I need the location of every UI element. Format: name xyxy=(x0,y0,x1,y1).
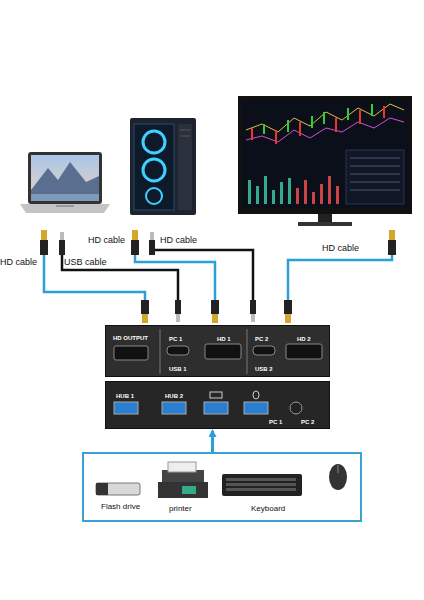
cable-label: HD cable xyxy=(322,244,359,253)
cable-label: HD cable xyxy=(0,258,37,267)
flow-arrow xyxy=(211,431,214,452)
port-label: PC 1 xyxy=(169,336,182,342)
port-label: PC 2 xyxy=(255,336,268,342)
port-label: HD 2 xyxy=(297,336,311,342)
device-label: Keyboard xyxy=(251,505,285,513)
port-label: HD 1 xyxy=(217,336,231,342)
cable-label: HD cable xyxy=(88,236,125,245)
cable-label: HD cable xyxy=(160,236,197,245)
port-label: HUB 1 xyxy=(116,393,134,399)
port-label: PC 1 xyxy=(269,419,282,425)
port-label: USB 2 xyxy=(255,366,273,372)
port-label: HD OUTPUT xyxy=(113,335,148,341)
port-label: PC 2 xyxy=(301,419,314,425)
port-label: USB 1 xyxy=(169,366,187,372)
device-label: printer xyxy=(169,505,192,513)
port-label: HUB 2 xyxy=(165,393,183,399)
switch-panel: HUB 1 HUB 2 PC 1 PC 2 xyxy=(105,381,330,429)
switch-panel: HD OUTPUT PC 1 HD 1 USB 1 PC 2 HD 2 USB 2 xyxy=(105,325,330,377)
peripheral-box: Flash drive printer Keyboard xyxy=(82,452,362,522)
device-label: Flash drive xyxy=(101,503,140,511)
cable-label: USB cable xyxy=(64,258,107,267)
